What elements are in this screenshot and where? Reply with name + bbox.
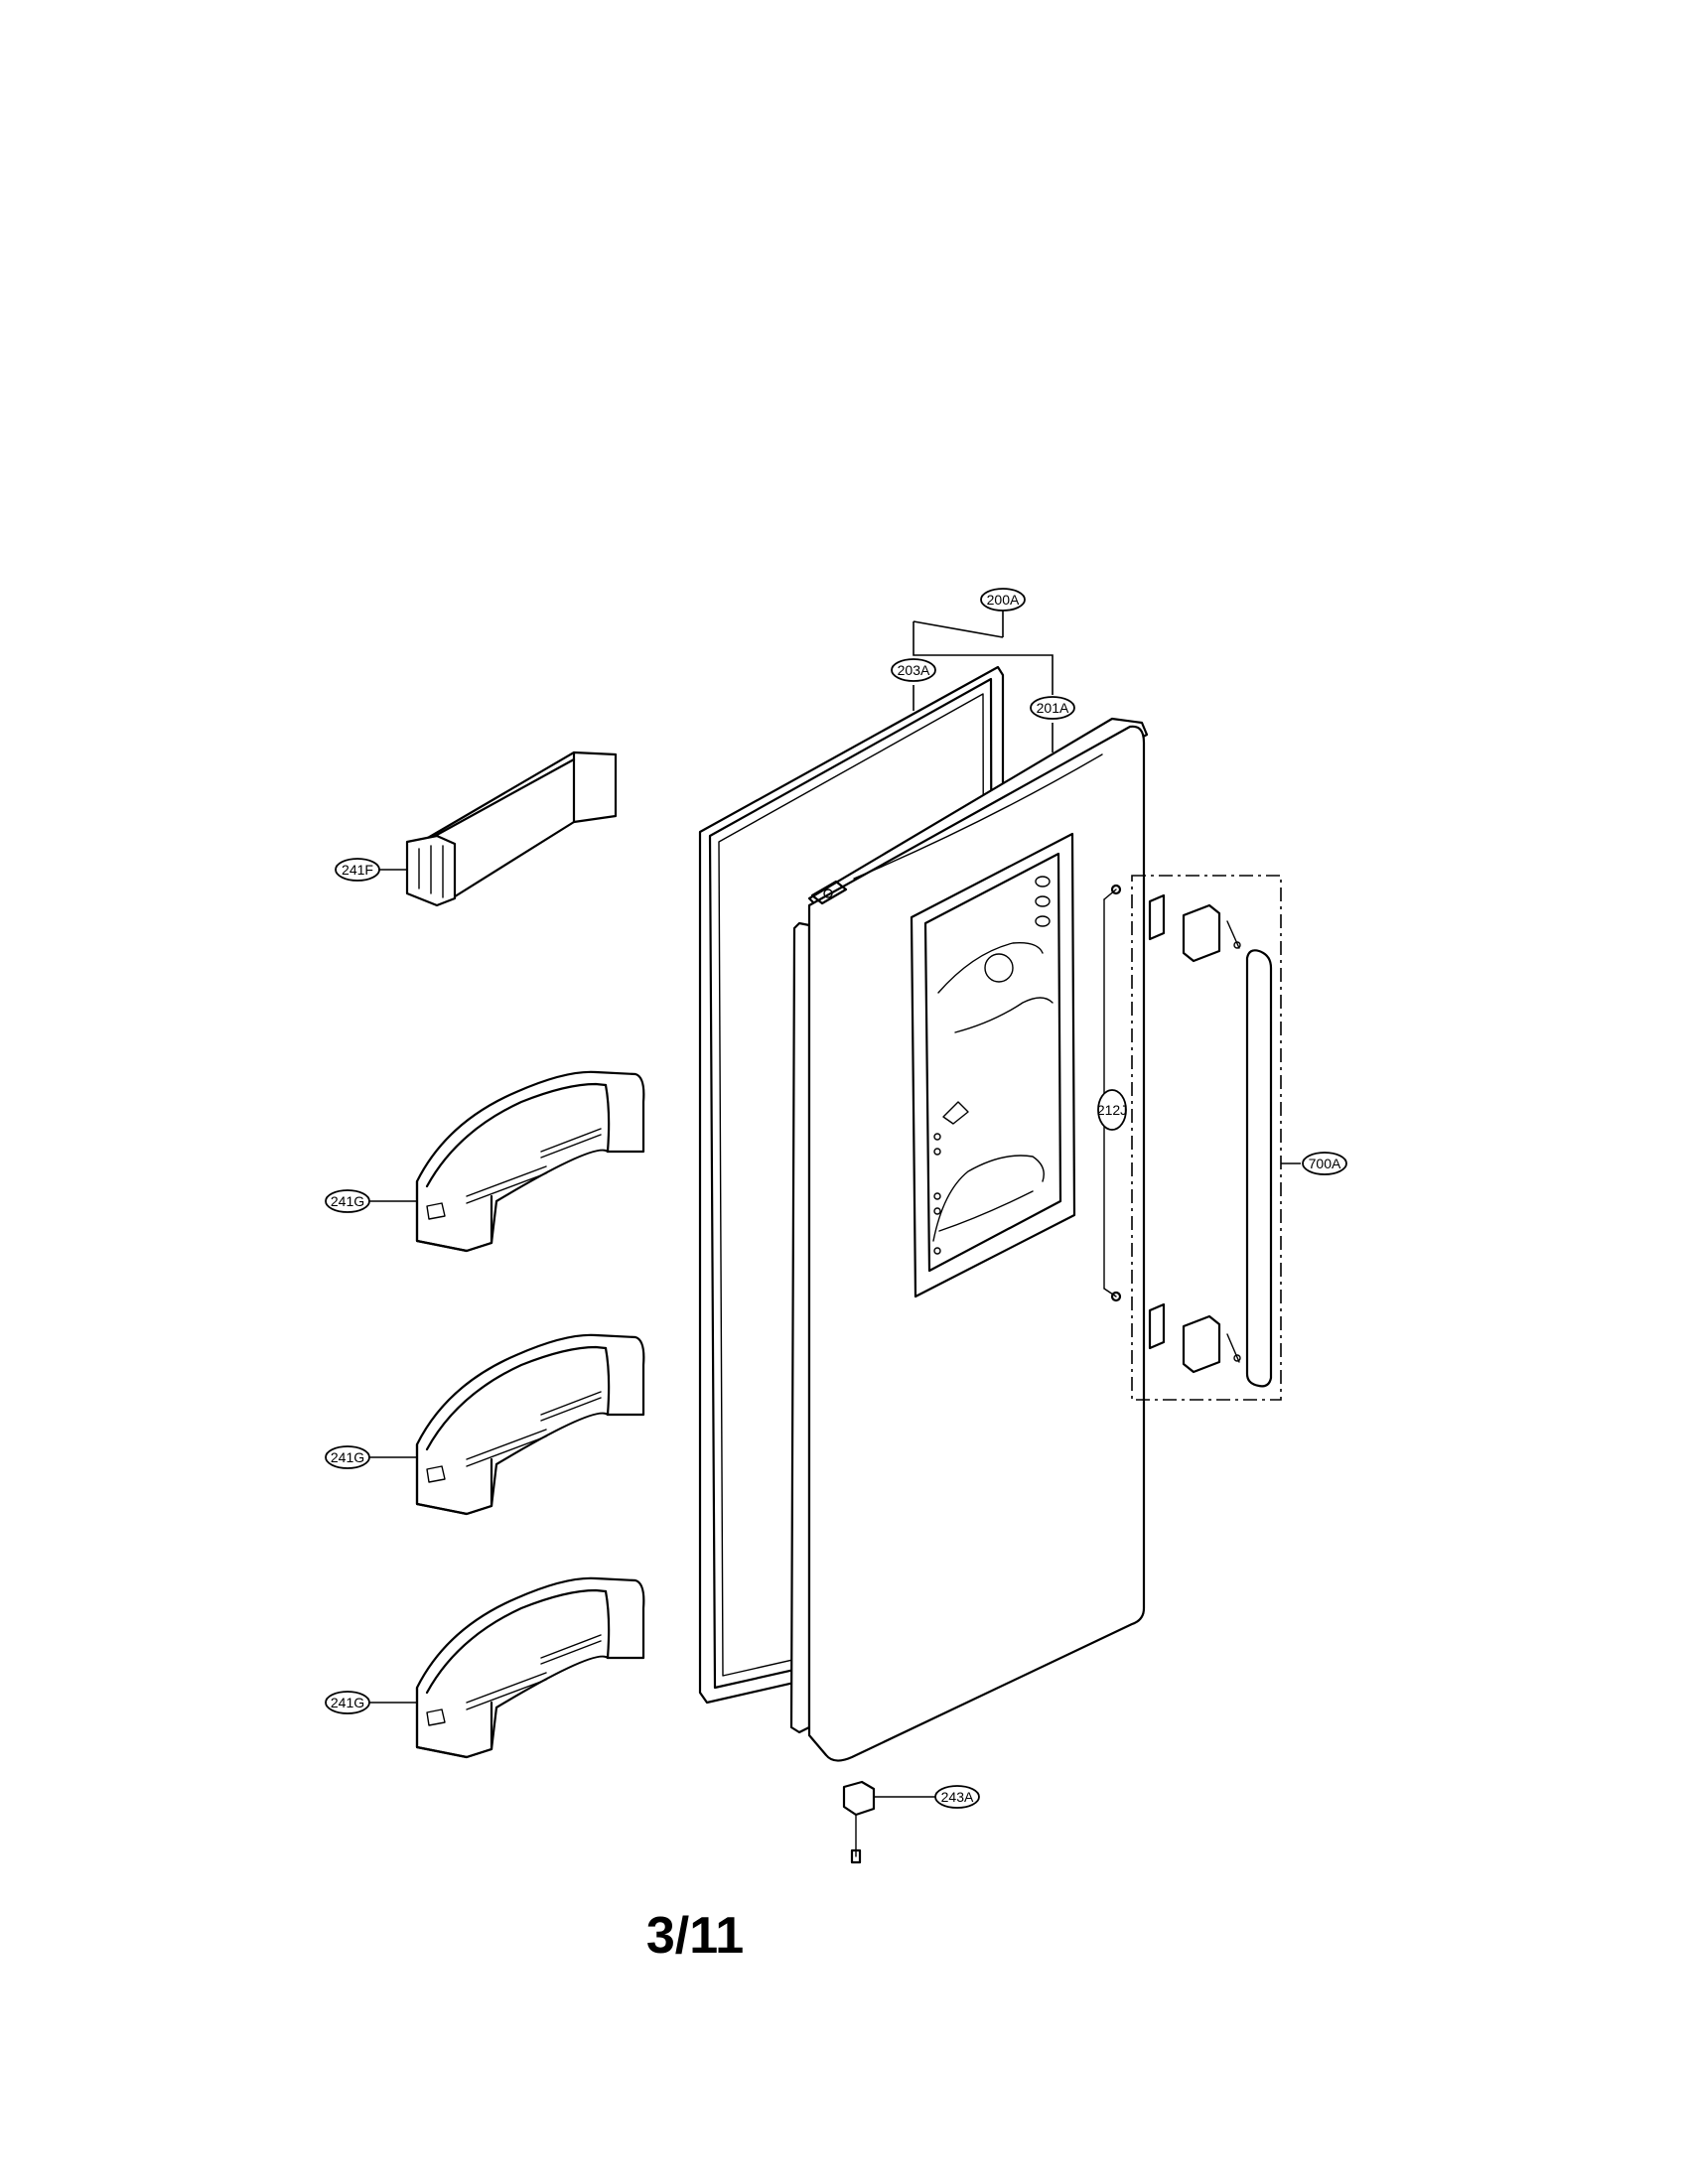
- callout-200A-label: 200A: [987, 592, 1020, 608]
- callout-241F: 241F: [335, 858, 380, 882]
- callout-241G-2: 241G: [325, 1445, 370, 1469]
- callout-700A: 700A: [1302, 1152, 1347, 1175]
- callout-241G-3-label: 241G: [331, 1695, 364, 1710]
- callout-212J: 212J: [1097, 1089, 1127, 1131]
- callout-241G-2-label: 241G: [331, 1449, 364, 1465]
- door-bin-241G-3: [415, 1576, 645, 1759]
- callout-241G-3: 241G: [325, 1691, 370, 1714]
- callout-201A-label: 201A: [1037, 700, 1069, 716]
- door-bin-241G-1: [415, 1070, 645, 1253]
- callout-212J-label: 212J: [1097, 1102, 1127, 1118]
- callout-243A: 243A: [934, 1785, 980, 1809]
- callout-201A: 201A: [1030, 696, 1075, 720]
- handle-assembly: [1131, 875, 1282, 1401]
- lower-hinge-243A: [842, 1780, 876, 1864]
- callout-203A-label: 203A: [898, 662, 930, 678]
- door-bin-241G-2: [415, 1333, 645, 1516]
- door-assembly: [789, 717, 1149, 1762]
- callout-243A-label: 243A: [941, 1789, 974, 1805]
- door-bin-241F: [405, 751, 618, 907]
- callout-241F-label: 241F: [342, 862, 373, 878]
- callout-700A-label: 700A: [1309, 1156, 1341, 1171]
- page-number: 3/11: [645, 1907, 745, 1965]
- callout-241G-1: 241G: [325, 1189, 370, 1213]
- callout-203A: 203A: [891, 658, 936, 682]
- callout-241G-1-label: 241G: [331, 1193, 364, 1209]
- callout-200A: 200A: [980, 588, 1026, 612]
